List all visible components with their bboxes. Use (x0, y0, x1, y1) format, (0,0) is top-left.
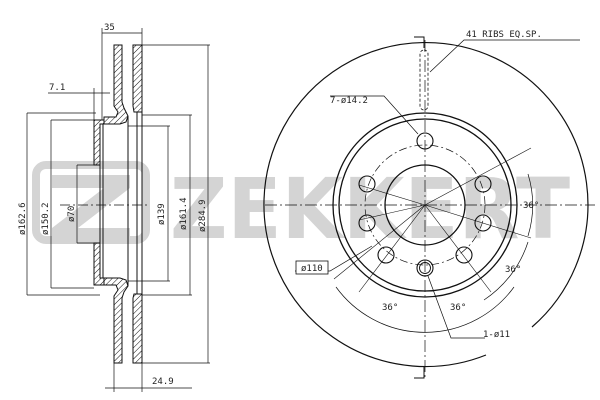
dim-d162-6: ø162.6 (18, 202, 28, 235)
bolt-circle-box (295, 260, 329, 275)
dim-d284-9: ø284.9 (198, 199, 208, 232)
dim-d150-2: ø150.2 (41, 202, 51, 235)
bolt-hole (358, 214, 376, 232)
angle-bottom-left: 36° (382, 303, 398, 313)
bolt-hole (377, 246, 395, 264)
dim-d161-4: ø161.4 (179, 197, 189, 230)
bolt-hole (455, 246, 473, 264)
angle-right-bottom: 36° (505, 265, 521, 275)
rib-slot (419, 49, 429, 111)
dim-overall-width: 35 (104, 23, 115, 33)
angle-right-top: 36° (523, 201, 539, 211)
disc-outer-edge (263, 41, 589, 368)
front-view (263, 36, 595, 380)
bolt-hole (416, 132, 434, 150)
dim-d70: ø70 (67, 206, 77, 222)
angle-bottom-right: 36° (450, 303, 466, 313)
bolt-hole (358, 175, 376, 193)
dim-hat-offset: 7.1 (49, 83, 65, 93)
pin-hole-label: 1-ø11 (483, 330, 510, 340)
bolt-holes (358, 132, 492, 264)
ribs-label: 41 RIBS EQ.SP. (466, 30, 542, 40)
bolt-hole (474, 175, 492, 193)
side-dim-labels: 35 7.1 24.9 ø162.6 ø150.2 ø70 ø139 ø161.… (18, 23, 208, 387)
bolt-hole (474, 214, 492, 232)
watermark: ZEKKERT (32, 160, 570, 258)
dim-d139: ø139 (157, 203, 167, 225)
bolt-holes-label: 7-ø14.2 (330, 96, 368, 106)
pin-hole (416, 259, 434, 277)
dim-disc-thickness: 24.9 (152, 377, 174, 387)
side-dimensions (26, 28, 210, 392)
front-labels: 41 RIBS EQ.SP. 7-ø14.2 ø110 1-ø11 36° 36… (295, 30, 542, 340)
bolt-circle-label: ø110 (301, 264, 323, 274)
side-view (60, 44, 150, 364)
watermark-text: ZEKKERT (170, 160, 570, 258)
